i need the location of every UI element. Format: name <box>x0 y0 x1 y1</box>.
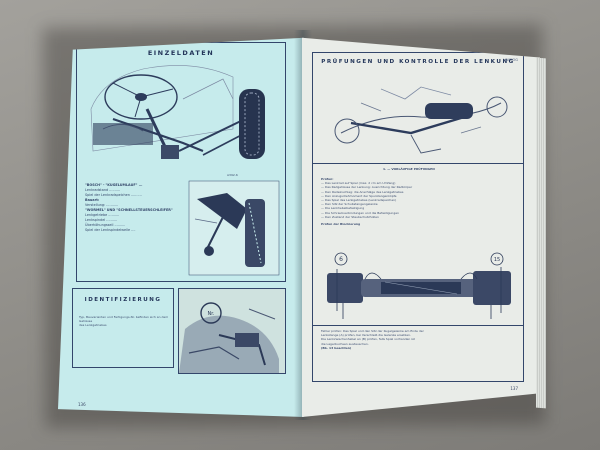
spec-line: Spiel der Lenkspindelwelle .... <box>85 228 136 232</box>
identification-text-line: des Lenkgetriebes <box>79 323 107 328</box>
check-line: — Die Schraubverbindungen und die Befest… <box>321 210 399 215</box>
spec-data-list: "BOSCH" - "KUGELUMLAUF" ... Lenkradstand… <box>85 183 183 233</box>
spec-line: Bauart: <box>85 198 100 202</box>
spec-line: Lenkradstand .......... <box>85 188 120 192</box>
spec-line: Lenkspindel .......... <box>85 218 118 222</box>
check-subtitle: Prüfen der Blockierung <box>321 222 361 227</box>
engine-compartment-photo: Nr. <box>179 289 285 373</box>
check-line: — Das Lenkrad auf Spiel (max. 2 cm am Um… <box>321 181 396 186</box>
spec-line: "BOSCH" - "KUGELUMLAUF" ... <box>85 183 143 187</box>
right-page-number: 137 <box>510 386 518 391</box>
identification-box: IDENTIFIZIERUNG Typ, Bauvarianten und Fe… <box>72 288 174 368</box>
check-line: — Den Anzugsdrehmoment der Spurstangenkö… <box>321 193 397 198</box>
right-header-label: UNIMOG <box>503 58 518 62</box>
right-main-frame: PRÜFUNGEN UND KONTROLLE DER LENKUNG 1. —… <box>312 52 524 382</box>
identification-title: IDENTIFIZIERUNG <box>84 297 162 303</box>
left-page: UNIMOG EINZELDATEN A392-6 "BOSCH" - "KUG <box>58 37 304 417</box>
spec-line: "WORMEL" UND "SCHNELLSTEUERSCHLEIFER" <box>85 208 173 212</box>
bottom-note-ref: (Bb. 13 beachten) <box>321 345 352 350</box>
identification-text-line: Typ, Bauvarianten und Fertigungs-Nr. bef… <box>79 315 169 324</box>
svg-text:Nr.: Nr. <box>208 311 215 317</box>
check-line: Prüfen: <box>321 177 334 181</box>
identification-photo-frame: Nr. <box>178 288 286 374</box>
figure-ref-label: A392-6 <box>227 173 238 177</box>
section-label: 1. — VORLÄUFIGE PRÜFUNGEN <box>383 167 435 171</box>
check-line: — Das Radgehäuse der Lenkung: Ausrichtun… <box>321 185 413 190</box>
bottom-note: Fehler prüfen: Das Spiel und den Sitz de… <box>321 329 517 350</box>
steering-gear-cross-section: 6 15 <box>327 252 511 319</box>
bottom-note-line: Lenkstange (A) prüfen, bei Verschleiß di… <box>321 333 411 338</box>
check-line: — Den Radeinschlag: die Anschläge des Le… <box>321 189 404 194</box>
check-line: — Das Spiel des Lenkgetriebes (Lenkradsp… <box>321 198 397 203</box>
spec-line: Spiel der Lenkradspeichen .......... <box>85 193 142 197</box>
spec-line: Überhöhungsseil .......... <box>85 223 126 227</box>
page-stack-edge <box>536 57 546 409</box>
spec-line: Lenkgetriebe .......... <box>85 213 120 217</box>
bottom-note-line: Die Lenkzwischenhebel an (B) prüfen, fal… <box>321 337 415 342</box>
right-page: UNIMOG PRÜFUNGEN UND KONTROLLE DER LENKU… <box>302 37 540 417</box>
check-line: — Den Zustand der Staubschutzhüllen <box>321 214 379 219</box>
figure-callout: 6 <box>339 256 343 263</box>
steering-box-detail-illustration <box>188 180 280 276</box>
check-line: — Den Sitz der Schubstangengelenke <box>321 202 378 207</box>
left-page-title: EINZELDATEN <box>147 49 215 57</box>
left-main-frame: EINZELDATEN A392-6 "BOSCH" - "KUGELUMLAU… <box>76 42 286 282</box>
figure-callout: 15 <box>494 257 500 263</box>
bottom-note-line: die Lagerbuchsen austauschen. <box>321 341 369 346</box>
steering-system-illustration <box>90 65 265 159</box>
left-page-number: 136 <box>78 402 86 407</box>
check-list: Prüfen: — Das Lenkrad auf Spiel (max. 2 … <box>321 177 517 226</box>
front-axle-illustration <box>334 86 508 154</box>
spec-line: Verstellung: ........... <box>85 203 119 207</box>
bottom-note-line: Fehler prüfen: Das Spiel und den Sitz de… <box>321 329 424 333</box>
right-page-title: PRÜFUNGEN UND KONTROLLE DER LENKUNG <box>321 59 515 65</box>
check-line: — Die Lenkhebelbefestigung <box>321 206 365 211</box>
identification-text: Typ, Bauvarianten und Fertigungs-Nr. bef… <box>79 315 169 328</box>
